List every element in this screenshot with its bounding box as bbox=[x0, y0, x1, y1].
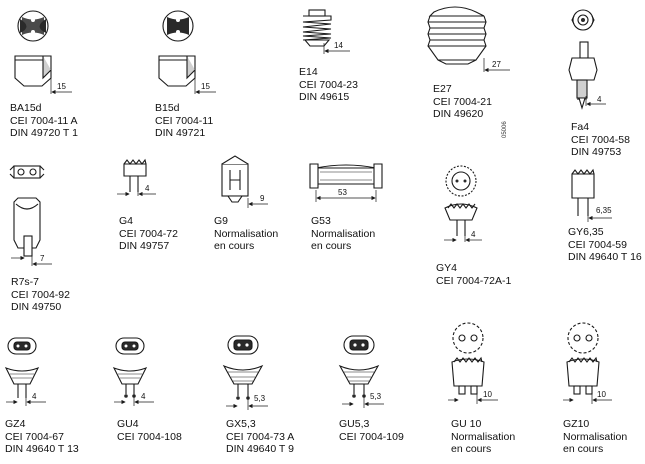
b15d-dimension: 15 bbox=[201, 82, 210, 91]
gu10-base-icon bbox=[448, 322, 498, 404]
b15d-base-icon bbox=[158, 10, 216, 95]
gu4-dimension: 4 bbox=[141, 392, 146, 401]
e14-dimension: 14 bbox=[334, 41, 343, 50]
g9-pin-base-icon bbox=[221, 155, 268, 208]
g53-base-icon bbox=[309, 163, 383, 202]
g4-pin-base-icon bbox=[117, 158, 156, 197]
gx53-dimension: 5,3 bbox=[254, 394, 266, 403]
gu53-dimension: 5,3 bbox=[370, 392, 382, 401]
ba15d-base-icon bbox=[14, 10, 72, 95]
e27-dimension: 27 bbox=[492, 60, 501, 69]
gu4-reflector-base-icon bbox=[112, 337, 154, 406]
gu10-dimension: 10 bbox=[483, 390, 492, 399]
r7s-dimension: 7 bbox=[40, 254, 45, 263]
g4-dimension: 4 bbox=[145, 184, 150, 193]
gz4-dimension: 4 bbox=[32, 392, 37, 401]
ba15d-dimension: 15 bbox=[57, 82, 66, 91]
figure-code: 05006 bbox=[502, 121, 508, 138]
gz10-base-icon bbox=[563, 322, 612, 404]
gy4-base-icon bbox=[444, 165, 482, 243]
gz10-dimension: 10 bbox=[597, 390, 606, 399]
e14-screw-base-icon bbox=[302, 9, 350, 54]
gy6-35-base-icon bbox=[571, 168, 612, 222]
e27-screw-base-icon bbox=[427, 6, 510, 73]
gu5-3-reflector-base-icon bbox=[338, 335, 384, 408]
gz4-reflector-base-icon bbox=[4, 337, 46, 406]
gx5-3-reflector-base-icon bbox=[222, 335, 268, 410]
g53-dimension: 53 bbox=[338, 188, 347, 197]
g9-dimension: 9 bbox=[260, 194, 265, 203]
fa4-base-icon bbox=[568, 9, 606, 110]
gy635-dimension: 6,35 bbox=[596, 206, 612, 215]
r7s-7-base-icon bbox=[9, 165, 52, 267]
gy4-dimension: 4 bbox=[471, 230, 476, 239]
fa4-dimension: 4 bbox=[597, 95, 602, 104]
